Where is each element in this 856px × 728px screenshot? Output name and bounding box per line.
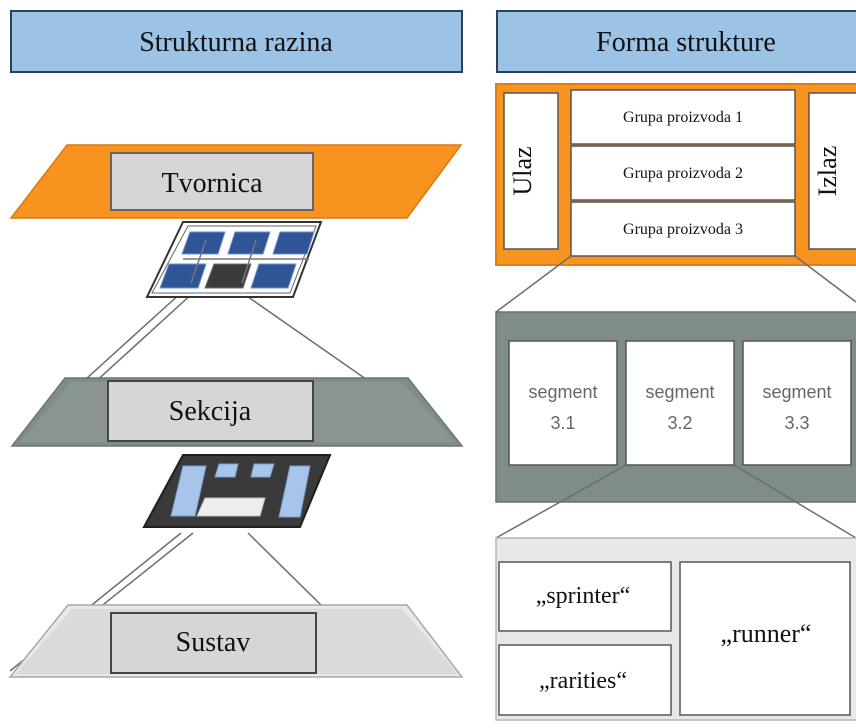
system-label-box [110, 612, 317, 674]
segment-3-line-1: segment [762, 382, 831, 402]
factory-label-box [110, 152, 314, 211]
factory-layout-inner [151, 225, 317, 294]
output-box [808, 92, 856, 250]
segment-1-line-1: segment [528, 382, 597, 402]
sprinter-box [498, 561, 672, 632]
system-label: Sustav [176, 627, 251, 658]
section-block-2 [214, 463, 239, 478]
factory-label: Tvornica [161, 168, 263, 199]
segment-3-line-2: 3.3 [784, 413, 809, 433]
sprinter-label: „sprinter“ [536, 583, 631, 609]
segment-2-line-2: 3.2 [667, 413, 692, 433]
section-block-4 [278, 465, 311, 518]
product-group-box-1 [570, 89, 796, 145]
factory-cell-6 [250, 263, 297, 289]
runner-box [679, 561, 851, 716]
factory-to-section-connector-right [794, 255, 856, 303]
section-center-area [196, 497, 266, 517]
product-group-box-2 [570, 145, 796, 201]
segment-2-line-1: segment [645, 382, 714, 402]
factory-to-section-connector-left [495, 255, 572, 313]
product-group-box-3 [570, 201, 796, 257]
rarities-box [498, 644, 672, 716]
factory-grid-line-2 [190, 239, 207, 284]
product-group-label-3: Grupa proizvoda 3 [623, 221, 743, 238]
segment-box-1 [508, 340, 618, 466]
factory-cell-5 [204, 263, 252, 289]
left-header-text: Strukturna razina [139, 27, 333, 58]
section-label-box [107, 380, 314, 442]
segment-box-3 [742, 340, 852, 466]
section-label: Sekcija [169, 396, 252, 427]
section-block-3 [250, 463, 275, 478]
input-box [503, 92, 559, 250]
rarities-label: „rarities“ [539, 668, 627, 694]
factory-cell-2 [227, 231, 271, 255]
section-to-system-connector-right [733, 464, 856, 539]
left-header-bar [10, 10, 463, 73]
right-header-text: Forma strukture [596, 27, 776, 58]
factory-cell-1 [181, 231, 226, 255]
segment-1-line-2: 3.1 [550, 413, 575, 433]
factory-cell-4 [159, 263, 207, 289]
section-to-system-connector-left [495, 464, 627, 539]
factory-grid-line-3 [241, 239, 257, 284]
runner-label: „runner“ [721, 619, 812, 648]
input-label: Ulaz [508, 146, 537, 195]
product-group-label-1: Grupa proizvoda 1 [623, 109, 743, 126]
right-header-bar [496, 10, 856, 73]
output-label: Izlaz [813, 146, 842, 197]
section-block-1 [170, 465, 207, 517]
product-group-label-2: Grupa proizvoda 2 [623, 165, 743, 182]
segment-box-2 [625, 340, 735, 466]
factory-cell-3 [272, 231, 315, 255]
